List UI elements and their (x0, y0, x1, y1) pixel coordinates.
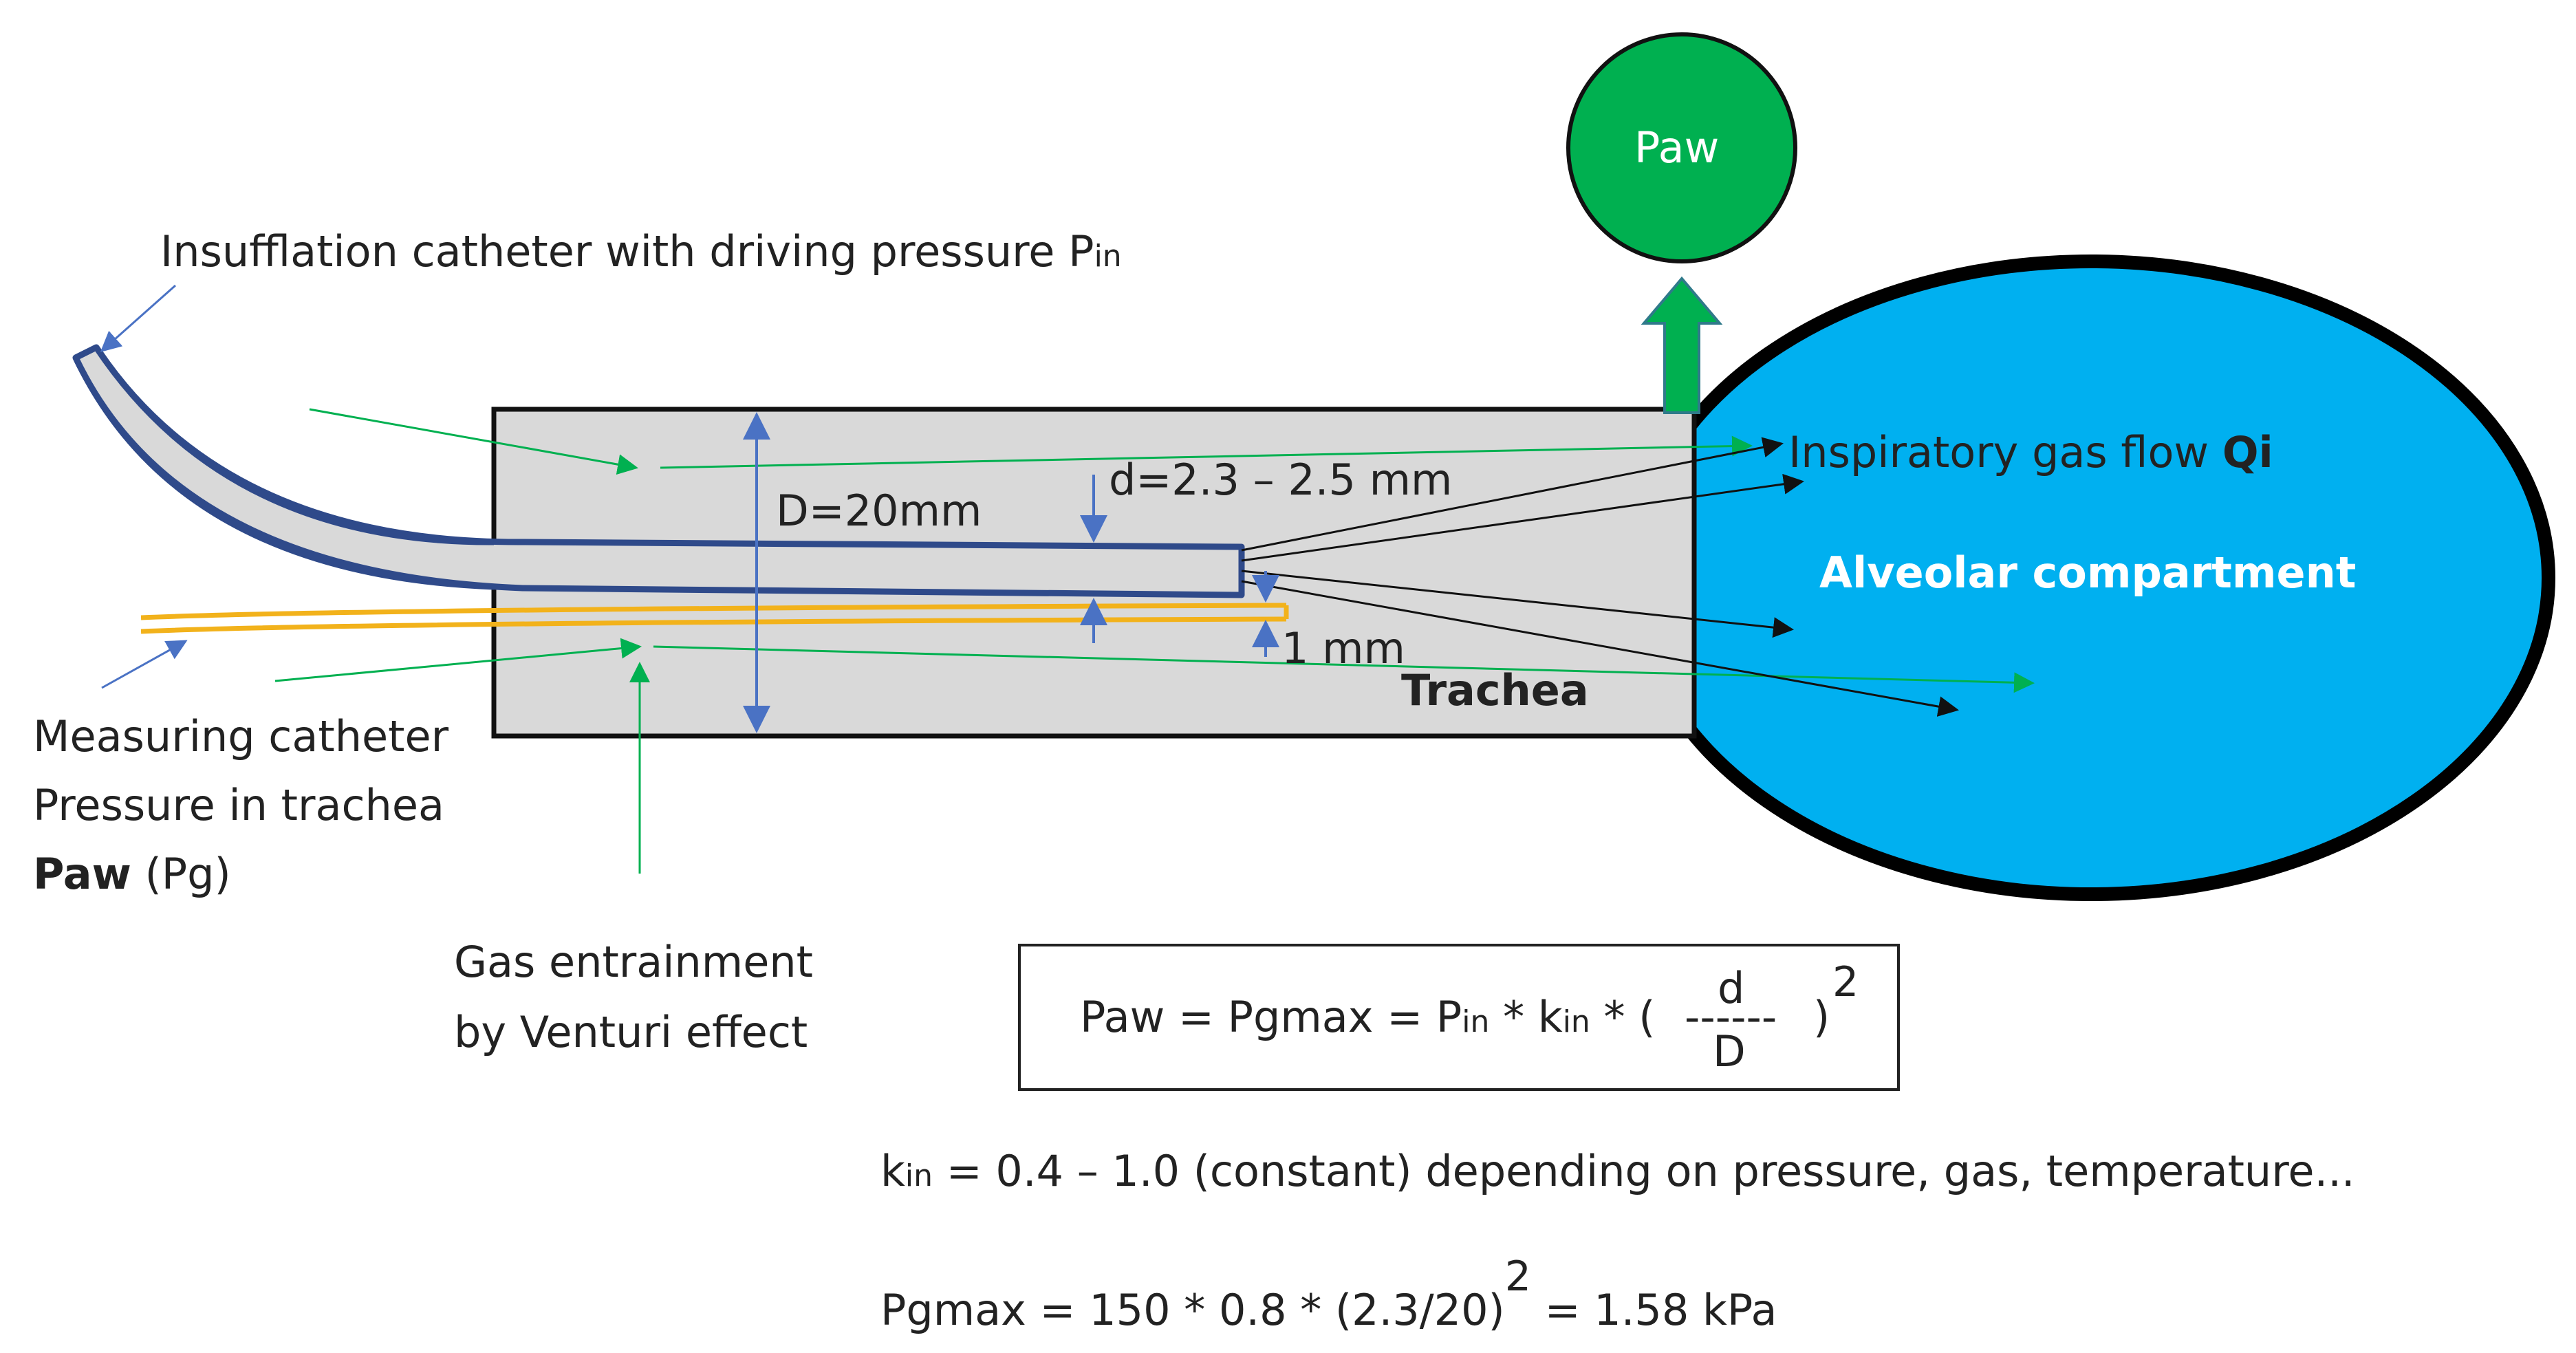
kin-sub: in (905, 1158, 933, 1193)
pgmax-text: Pgmax = 150 * 0.8 * (2.3/20) (880, 1285, 1505, 1335)
trachea-diameter-label: D=20mm (776, 486, 982, 536)
gap-label: 1 mm (1281, 623, 1405, 673)
formula-sub1: in (1462, 1004, 1490, 1039)
measuring-label-line2: Pressure in trachea (33, 780, 444, 830)
measuring-label-line1: Measuring catheter (33, 711, 449, 761)
measuring-catheter-top (140, 603, 1287, 620)
formula-numerator: d (1718, 963, 1745, 1013)
measuring-label-line3: Paw (Pg) (33, 853, 231, 896)
measuring-label-paw: Paw (33, 849, 131, 899)
measuring-label-pg: (Pg) (131, 849, 231, 899)
measuring-leader (101, 640, 188, 689)
entrainment-arrow-3 (274, 638, 642, 682)
formula-mid2: * ( (1590, 992, 1656, 1042)
formula-close: ) (1813, 992, 1830, 1042)
kin-text: = 0.4 – 1.0 (constant) depending on pres… (933, 1146, 2355, 1196)
insufflation-leader (100, 284, 176, 352)
formula-sub2: in (1562, 1004, 1590, 1039)
trachea-label: Trachea (1401, 665, 1589, 715)
pgmax-note: Pgmax = 150 * 0.8 * (2.3/20)2 = 1.58 kPa (880, 1256, 1777, 1332)
inner-diameter-label: d=2.3 – 2.5 mm (1109, 455, 1453, 505)
insufflation-label-main: Insufflation catheter with driving press… (160, 226, 1094, 277)
inspiratory-flow-text: Inspiratory gas flow (1788, 427, 2222, 477)
alveolar-label: Alveolar compartment (1819, 548, 2357, 598)
formula-main: Paw = Pgmax = Pin * kin * ( (1080, 996, 1655, 1039)
flow-arrow-2 (1241, 473, 1804, 562)
entrainment-arrow-4 (653, 645, 2035, 693)
inspiratory-flow-label: Inspiratory gas flow Qi (1788, 431, 2273, 474)
pgmax-exponent: 2 (1504, 1253, 1531, 1301)
pressure-up-arrow (1641, 276, 1723, 414)
formula-mid: * k (1489, 992, 1563, 1042)
kin-note: kin = 0.4 – 1.0 (constant) depending on … (880, 1150, 2355, 1193)
formula-denominator: D (1713, 1026, 1746, 1076)
entrainment-arrow-1 (309, 408, 638, 475)
paw-gauge-label: Paw (1634, 122, 1720, 173)
kin-k: k (880, 1146, 905, 1196)
flow-arrow-1 (1241, 437, 1784, 552)
formula-left: Paw = Pgmax = P (1080, 992, 1462, 1042)
inspiratory-flow-symbol: Qi (2222, 427, 2273, 477)
formula-dashes: ------ (1685, 992, 1777, 1042)
entrainment-arrow-2 (660, 435, 1753, 469)
insufflation-catheter-tip (74, 344, 98, 361)
insufflation-label-sub: in (1094, 239, 1122, 274)
formula-exponent: 2 (1832, 958, 1859, 1006)
paw-gauge (1566, 32, 1797, 263)
insufflation-label: Insufflation catheter with driving press… (160, 230, 1122, 273)
flow-arrow-4 (1241, 580, 1959, 717)
flow-arrow-3 (1241, 570, 1794, 638)
formula-box: Paw = Pgmax = Pin * kin * ( d ------ D )… (1018, 944, 1900, 1091)
pgmax-result: = 1.58 kPa (1530, 1285, 1777, 1335)
insufflation-catheter-left (94, 345, 495, 545)
entrainment-label-line1: Gas entrainment (454, 937, 813, 987)
insufflation-catheter-left-lower (72, 356, 495, 590)
measuring-catheter-bottom (140, 616, 1287, 634)
entrainment-label-line2: by Venturi effect (454, 1007, 808, 1057)
